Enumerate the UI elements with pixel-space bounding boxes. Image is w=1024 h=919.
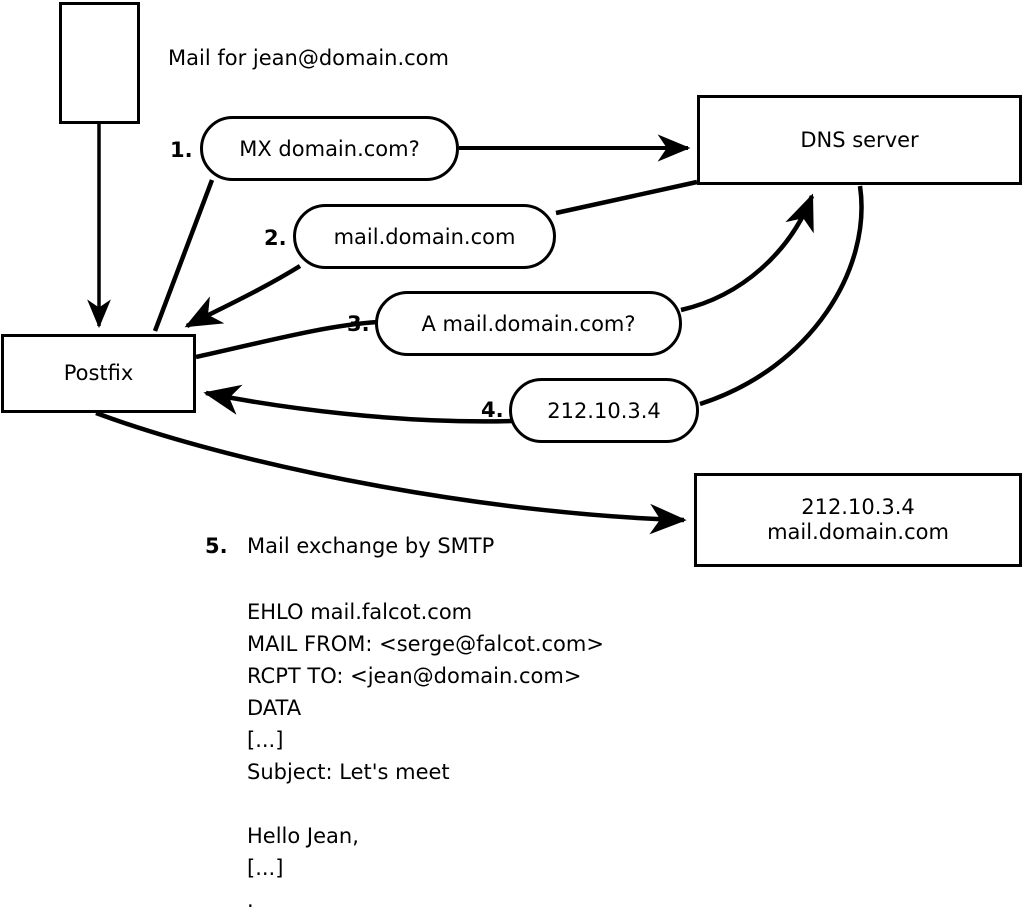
smtp-transcript-line: .	[247, 888, 254, 912]
smtp-transcript-line: MAIL FROM: <serge@falcot.com>	[247, 632, 604, 656]
mail-for-caption: Mail for jean@domain.com	[168, 46, 449, 70]
step-1-number: 1.	[170, 138, 193, 162]
smtp-transcript-line: [...]	[247, 728, 284, 752]
connector-step4-to-postfix	[203, 384, 513, 424]
postfix-box[interactable]: Postfix	[1, 334, 196, 413]
step-3-number: 3.	[347, 312, 370, 336]
smtp-transcript-line: Hello Jean,	[247, 824, 359, 848]
connector-dns-to-step4	[699, 185, 864, 407]
connector-step3-to-dns	[680, 193, 815, 313]
step-1-message-bubble[interactable]: MX domain.com?	[200, 116, 459, 181]
smtp-transcript-line: RCPT TO: <jean@domain.com>	[247, 664, 582, 688]
step-3-message-text: A mail.domain.com?	[421, 311, 636, 336]
connector-dns-to-step2	[555, 179, 698, 216]
smtp-transcript-line: EHLO mail.falcot.com	[247, 600, 473, 624]
step-2-message-text: mail.domain.com	[333, 224, 516, 249]
step-4-message-text: 212.10.3.4	[547, 398, 661, 423]
smtp-transcript-line	[247, 788, 604, 820]
step-3-message-bubble[interactable]: A mail.domain.com?	[375, 291, 682, 356]
connector-step2-to-postfix	[184, 264, 302, 328]
step-5-number: 5.	[205, 534, 228, 558]
target-mail-server-label: 212.10.3.4 mail.domain.com	[767, 495, 949, 544]
step-1-message-text: MX domain.com?	[239, 136, 420, 161]
step-2-number: 2.	[264, 226, 287, 250]
target-mail-server-box[interactable]: 212.10.3.4 mail.domain.com	[694, 473, 1022, 567]
smtp-transcript-line: DATA	[247, 696, 302, 720]
client-box[interactable]	[59, 2, 140, 124]
step-2-message-bubble[interactable]: mail.domain.com	[293, 204, 556, 269]
connector-postfix-to-step3	[195, 319, 379, 360]
step-5-label: Mail exchange by SMTP	[247, 534, 495, 558]
connector-step1-tail	[152, 179, 215, 332]
step-4-message-bubble[interactable]: 212.10.3.4	[509, 378, 699, 443]
connector-postfix-to-target	[95, 410, 687, 535]
dns-server-label: DNS server	[800, 127, 919, 152]
smtp-transcript-line: Subject: Let's meet	[247, 760, 450, 784]
smtp-transcript-line: [...]	[247, 856, 284, 880]
step-4-number: 4.	[481, 398, 504, 422]
dns-server-box[interactable]: DNS server	[697, 95, 1022, 185]
postfix-label: Postfix	[63, 361, 134, 386]
